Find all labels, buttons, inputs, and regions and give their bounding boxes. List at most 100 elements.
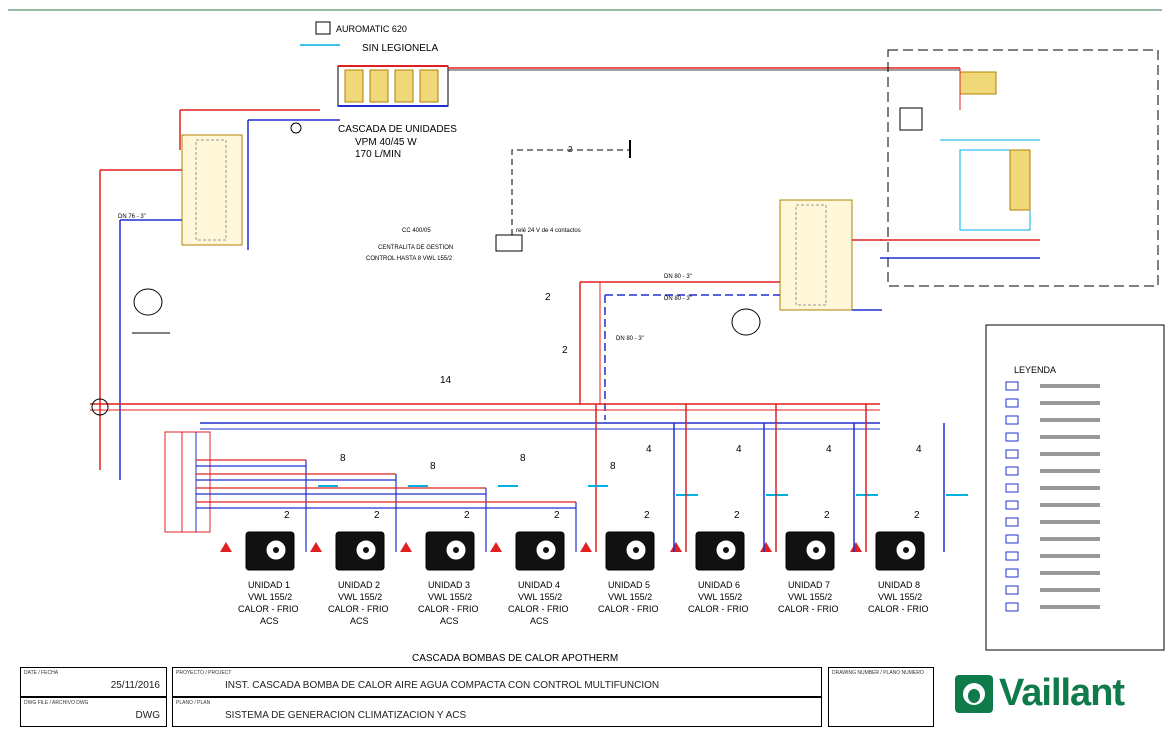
unit-number-label: 2 (644, 510, 650, 521)
legend-text-blur (1040, 571, 1100, 575)
valve-icon (400, 542, 412, 552)
legend-symbol-icon (1005, 517, 1019, 527)
unit-name: UNIDAD 8 (878, 580, 920, 590)
legend-text-blur (1040, 384, 1100, 388)
legend-symbol-icon (1005, 449, 1019, 459)
project-value: INST. CASCADA BOMBA DE CALOR AIRE AGUA C… (225, 680, 660, 691)
unit-name: UNIDAD 2 (338, 580, 380, 590)
plan-cell: PLANO / PLAN SISTEMA DE GENERACION CLIMA… (172, 697, 822, 727)
plan-caption: PLANO / PLAN (176, 700, 211, 706)
fan-hub-icon (723, 547, 729, 553)
legend-symbol-icon (1005, 534, 1019, 544)
legend-text-blur (1040, 452, 1100, 456)
branch-number: 4 (826, 444, 832, 455)
unit-model: VWL 155/2 (878, 592, 922, 602)
label-2b: 2 (562, 345, 568, 356)
relay-label: relé 24 V de 4 contactos (516, 228, 581, 234)
pump-icon (290, 122, 302, 134)
control-wire-dashed (511, 149, 630, 235)
label-2a: 2 (545, 292, 551, 303)
valve-icon (310, 542, 322, 552)
valve-icon (490, 542, 502, 552)
branch-number: 8 (520, 453, 526, 464)
branch-number: 4 (736, 444, 742, 455)
expansion-vessel-icon (133, 288, 163, 316)
cascade-units-block (337, 65, 449, 107)
plan-value: SISTEMA DE GENERACION CLIMATIZACION Y AC… (225, 710, 467, 721)
valve-icon (670, 542, 682, 552)
unit-model: VWL 155/2 (788, 592, 832, 602)
riser-number: 2 (568, 145, 573, 154)
fan-hub-icon (453, 547, 459, 553)
drawing-number-caption: DRAWING NUMBER / PLANO NUMERO (832, 670, 924, 676)
unit-acs: ACS (440, 616, 459, 626)
fan-hub-icon (903, 547, 909, 553)
legend-text-blur (1040, 435, 1100, 439)
legend-symbol-icon (1005, 466, 1019, 476)
unit-mode: CALOR - FRIO (508, 604, 569, 614)
unit-mode: CALOR - FRIO (688, 604, 749, 614)
unit-name: UNIDAD 7 (788, 580, 830, 590)
legend-symbol-icon (1005, 432, 1019, 442)
unit-mode: CALOR - FRIO (418, 604, 479, 614)
vaillant-logo: Vaillant (955, 672, 1125, 715)
legend-text-blur (1040, 401, 1100, 405)
control-box-icon (495, 234, 523, 252)
unit-number-label: 2 (824, 510, 830, 521)
unit-mode: CALOR - FRIO (328, 604, 389, 614)
date-cell: DATE / FECHA 25/11/2016 (20, 667, 167, 697)
unit-mode: CALOR - FRIO (868, 604, 929, 614)
file-caption: DWG FILE / ARCHIVO DWG (24, 700, 89, 706)
manifold-left (164, 431, 211, 533)
legend-symbol-icon (1005, 551, 1019, 561)
auromatic-icon (315, 21, 331, 35)
unit-acs: ACS (260, 616, 279, 626)
unit-mode: CALOR - FRIO (598, 604, 659, 614)
left-storage-tank (179, 109, 340, 250)
header-pump-icon (91, 398, 109, 416)
legend-text-blur (1040, 503, 1100, 507)
unit-name: UNIDAD 3 (428, 580, 470, 590)
legend-symbol-icon (1005, 585, 1019, 595)
unit-acs: ACS (350, 616, 369, 626)
expansion-vessel-right-icon (731, 308, 761, 336)
legend-text-blur (1040, 418, 1100, 422)
fan-hub-icon (813, 547, 819, 553)
unit-name: UNIDAD 1 (248, 580, 290, 590)
project-caption: PROYECTO / PROJECT (176, 670, 232, 676)
legend-symbol-icon (1005, 415, 1019, 425)
legionella-label: SIN LEGIONELA (362, 43, 438, 54)
legend-text-blur (1040, 520, 1100, 524)
dn-a-label: DN 80 - 3" (664, 274, 692, 280)
valve-icon (580, 542, 592, 552)
control-line3: CONTROL HASTA 8 VWL 155/2 (366, 256, 453, 262)
unit-model: VWL 155/2 (608, 592, 652, 602)
fan-hub-icon (543, 547, 549, 553)
unit-mode: CALOR - FRIO (778, 604, 839, 614)
fan-hub-icon (633, 547, 639, 553)
controller-label: AUROMATIC 620 (336, 24, 407, 34)
dhw-equipment (880, 68, 1040, 259)
legend-symbol-icon (1005, 381, 1019, 391)
legend-text-blur (1040, 537, 1100, 541)
unit-acs: ACS (530, 616, 549, 626)
diagram-title: CASCADA BOMBAS DE CALOR APOTHERM (412, 653, 618, 664)
legend-symbol-icon (1005, 398, 1019, 408)
unit-mode: CALOR - FRIO (238, 604, 299, 614)
valve-icon (850, 542, 862, 552)
dn-left-label: DN 76 - 3" (118, 214, 146, 220)
date-value: 25/11/2016 (110, 680, 160, 691)
vaillant-wordmark: Vaillant (999, 672, 1125, 714)
unit-model: VWL 155/2 (338, 592, 382, 602)
legend-symbol-icon (1005, 500, 1019, 510)
legend-symbol-icon (1005, 483, 1019, 493)
